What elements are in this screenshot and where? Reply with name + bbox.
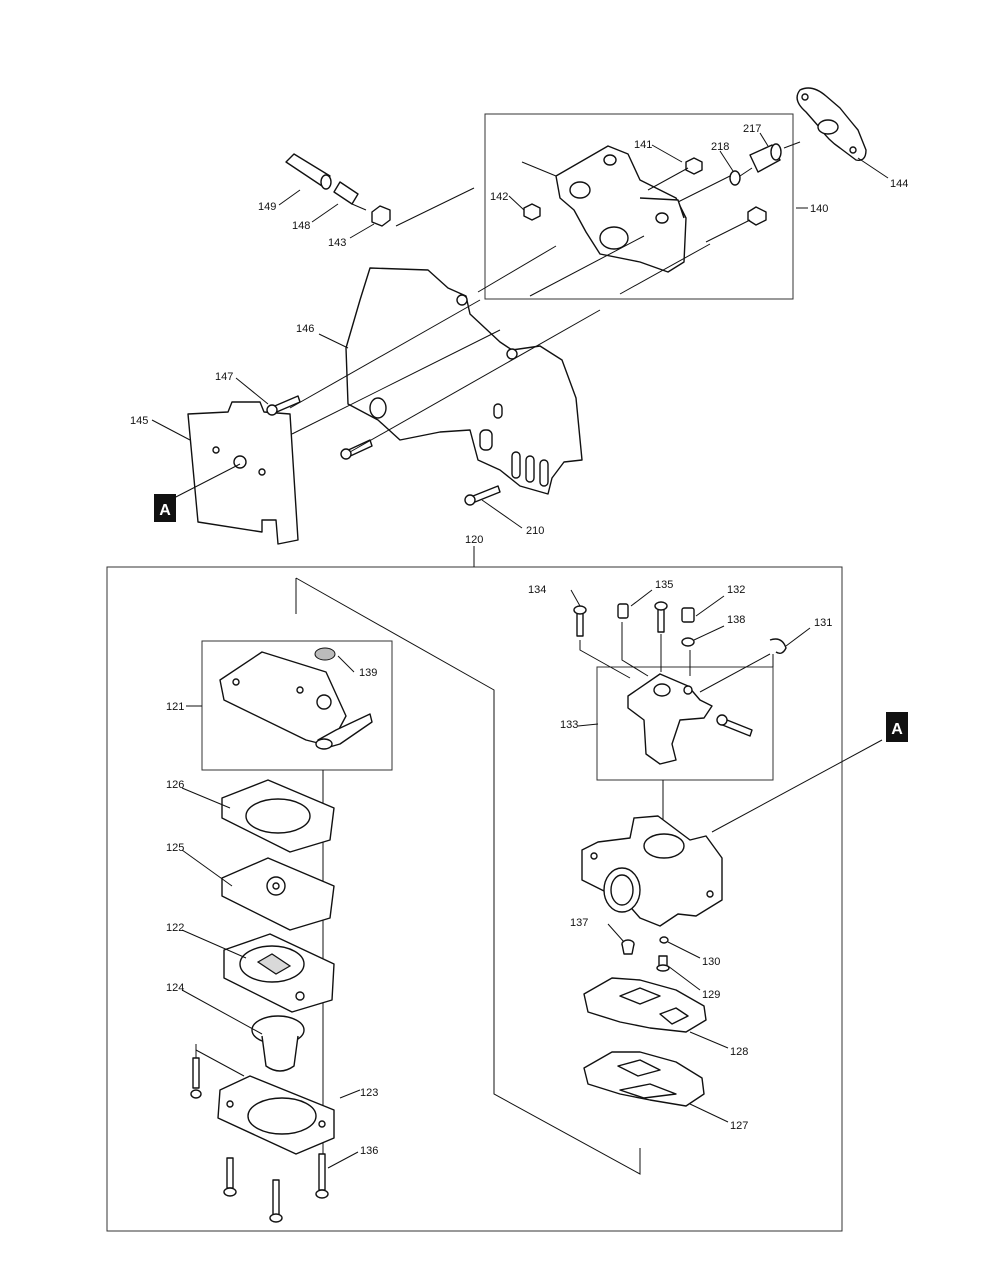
label-145: 145 <box>130 415 148 427</box>
label-146: 146 <box>296 323 314 335</box>
label-127: 127 <box>730 1120 748 1132</box>
reference-mark-a-right-label: A <box>891 721 903 738</box>
plug-132 <box>681 607 695 623</box>
label-132: 132 <box>727 584 745 596</box>
o-ring-218 <box>729 170 741 186</box>
screw-210 <box>464 485 501 506</box>
needle-129 <box>656 955 670 972</box>
insulator-217 <box>749 143 782 173</box>
screw-133 <box>716 714 753 737</box>
label-218: 218 <box>711 141 729 153</box>
label-149: 149 <box>258 201 276 213</box>
o-ring-130 <box>659 936 669 944</box>
screen-139 <box>314 647 336 661</box>
fitting-148 <box>333 181 367 211</box>
plug-135 <box>617 603 629 619</box>
label-217: 217 <box>743 123 761 135</box>
screw-136-a <box>190 1057 202 1099</box>
leader-lines-133 <box>579 622 774 820</box>
nut-140-lower <box>747 206 767 226</box>
pump-body-122 <box>223 933 335 1013</box>
bracket-146 <box>345 267 583 495</box>
diaphragm-cover-121 <box>219 651 373 750</box>
label-144: 144 <box>890 178 908 190</box>
label-131: 131 <box>814 617 832 629</box>
nut-141 <box>685 157 703 175</box>
nut-142 <box>523 203 541 221</box>
plug-137 <box>621 939 635 955</box>
leader-lines-lower <box>181 589 883 1169</box>
assembly-box-133 <box>596 666 774 781</box>
reference-mark-a-right: A <box>886 712 908 742</box>
label-129: 129 <box>702 989 720 1001</box>
label-139: 139 <box>359 667 377 679</box>
gasket-128 <box>583 977 707 1033</box>
label-134: 134 <box>528 584 546 596</box>
label-121: 121 <box>166 701 184 713</box>
gasket-144 <box>796 87 867 161</box>
label-147: 147 <box>215 371 233 383</box>
nut-143 <box>371 205 391 227</box>
assembly-outline <box>295 577 641 1175</box>
part-labels: 141 218 217 144 140 142 149 148 143 146 … <box>130 123 908 1157</box>
assembly-box-140 <box>484 113 794 300</box>
clip-131 <box>769 638 787 655</box>
carburetor-body <box>581 815 723 927</box>
screw-134 <box>573 605 587 637</box>
leader-lines-upper <box>151 132 889 529</box>
cover-123 <box>217 1075 335 1155</box>
label-136: 136 <box>360 1145 378 1157</box>
screw-136-b <box>223 1157 237 1197</box>
diaphragm-127 <box>583 1051 705 1107</box>
label-123: 123 <box>360 1087 378 1099</box>
screw-center <box>654 601 668 633</box>
label-148: 148 <box>292 220 310 232</box>
label-143: 143 <box>328 237 346 249</box>
throttle-lever-133 <box>627 673 713 765</box>
label-141: 141 <box>634 139 652 151</box>
reference-mark-a-left: A <box>154 494 176 522</box>
cup-124 <box>251 1015 305 1072</box>
label-140: 140 <box>810 203 828 215</box>
label-133: 133 <box>560 719 578 731</box>
fitting-149 <box>285 153 332 190</box>
label-126: 126 <box>166 779 184 791</box>
label-135: 135 <box>655 579 673 591</box>
label-122: 122 <box>166 922 184 934</box>
label-125: 125 <box>166 842 184 854</box>
reference-mark-a-left-label: A <box>159 502 171 519</box>
screw-middle <box>340 439 373 460</box>
screw-136-c <box>269 1179 283 1223</box>
label-142: 142 <box>490 191 508 203</box>
label-128: 128 <box>730 1046 748 1058</box>
carburetor-housing-140 <box>555 145 687 273</box>
label-138: 138 <box>727 614 745 626</box>
washer-138 <box>681 637 695 647</box>
label-210: 210 <box>526 525 544 537</box>
screw-136-d <box>315 1153 329 1199</box>
label-137: 137 <box>570 917 588 929</box>
label-130: 130 <box>702 956 720 968</box>
gasket-126 <box>221 779 335 853</box>
label-124: 124 <box>166 982 184 994</box>
diaphragm-125 <box>221 857 335 931</box>
gasket-145 <box>187 401 299 545</box>
label-120: 120 <box>465 534 483 546</box>
